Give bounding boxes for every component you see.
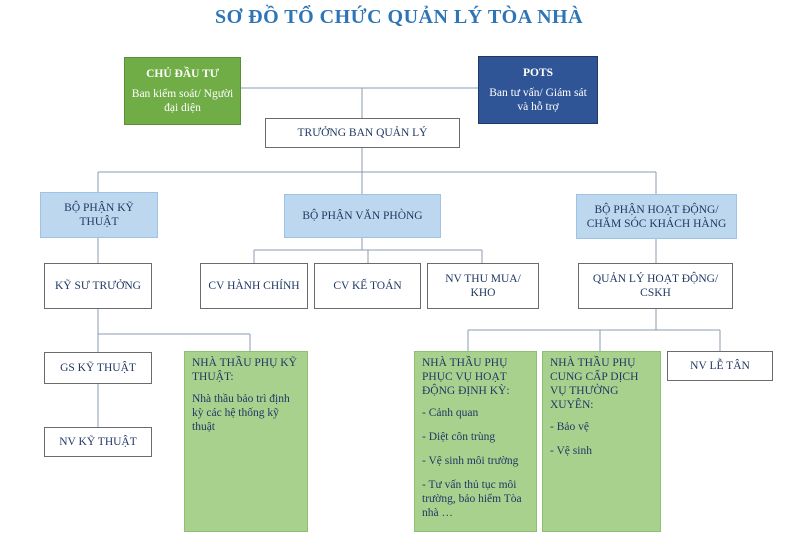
subcontractor-technical-box: NHÀ THẦU PHỤ KỸ THUẬT: Nhà thầu bảo trì … [184,351,308,532]
subcontractor-periodic-title: NHÀ THẦU PHỤ PHỤC VỤ HOẠT ĐỘNG ĐỊNH KỲ: [422,357,510,397]
pots-desc: Ban tư vấn/ Giám sát và hỗ trợ [489,87,587,113]
subcontractor-technical-title: NHÀ THẦU PHỤ KỸ THUẬT: [192,357,297,383]
dept-technical-box: BỘ PHẬN KỸ THUẬT [40,192,158,238]
page-title: SƠ ĐỒ TỔ CHỨC QUẢN LÝ TÒA NHÀ [214,6,584,28]
list-item: - Vệ sinh [550,445,592,457]
dept-operations-box: BỘ PHẬN HOẠT ĐỘNG/ CHĂM SÓC KHÁCH HÀNG [576,194,737,239]
office-role-admin-box: CV HÀNH CHÍNH [200,263,308,309]
subcontractor-technical-desc: Nhà thầu bảo trì định kỳ các hệ thống kỹ… [192,393,290,433]
subcontractor-periodic-box: NHÀ THẦU PHỤ PHỤC VỤ HOẠT ĐỘNG ĐỊNH KỲ: … [414,351,537,532]
office-role-accounting-box: CV KẾ TOÁN [314,263,421,309]
list-item: - Vệ sinh môi trường [422,455,519,467]
chief-engineer-box: KỸ SƯ TRƯỞNG [44,263,152,309]
pots-box: POTS Ban tư vấn/ Giám sát và hỗ trợ [478,56,598,124]
head-manager-box: TRƯỞNG BAN QUẢN LÝ [265,118,460,148]
tech-staff-box: NV KỸ THUẬT [44,427,152,457]
investor-box: CHỦ ĐẦU TƯ Ban kiểm soát/ Người đại diện [124,57,241,125]
dept-office-box: BỘ PHẬN VĂN PHÒNG [284,194,441,238]
list-item: - Bảo vệ [550,421,589,433]
receptionist-box: NV LỄ TÂN [667,351,773,381]
subcontractor-regular-box: NHÀ THẦU PHỤ CUNG CẤP DỊCH VỤ THƯỜNG XUY… [542,351,661,532]
subcontractor-periodic-list: - Cảnh quan - Diệt côn trùng - Vệ sinh m… [422,406,529,530]
ops-manager-box: QUẢN LÝ HOẠT ĐỘNG/ CSKH [578,263,733,309]
list-item: - Cảnh quan [422,407,479,419]
office-role-purchasing-box: NV THU MUA/ KHO [427,263,539,309]
list-item: - Tư vấn thủ tục môi trường, bảo hiểm Tò… [422,479,522,519]
subcontractor-regular-list: - Bảo vệ - Vệ sinh [550,420,592,468]
tech-supervisor-box: GS KỸ THUẬT [44,352,152,384]
pots-title: POTS [522,67,554,79]
investor-desc: Ban kiểm soát/ Người đại diện [131,88,234,114]
list-item: - Diệt côn trùng [422,431,496,443]
subcontractor-regular-title: NHÀ THẦU PHỤ CUNG CẤP DỊCH VỤ THƯỜNG XUY… [550,357,639,411]
investor-title: CHỦ ĐẦU TƯ [146,68,219,80]
